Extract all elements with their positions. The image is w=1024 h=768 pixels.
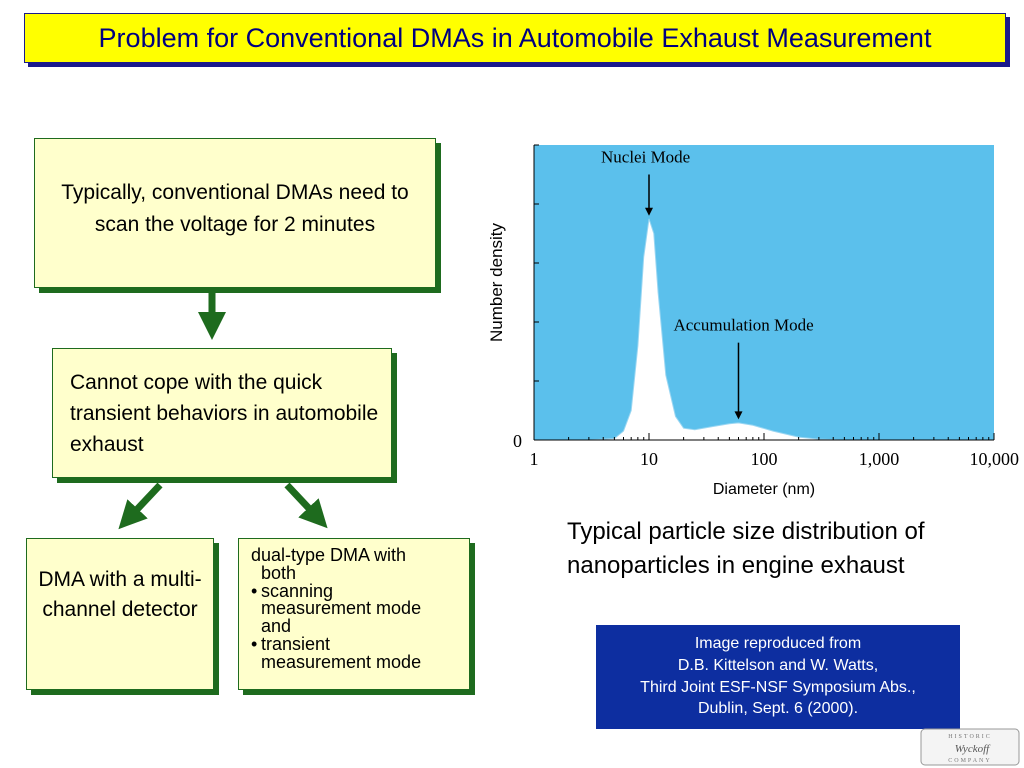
credit-line: Third Joint ESF-NSF Symposium Abs., xyxy=(640,678,916,696)
bullet-dot-icon: • xyxy=(251,580,258,601)
dual-type-heading: dual-type DMA with xyxy=(251,545,407,565)
bullet-text: scanning xyxy=(261,580,334,601)
image-credit: Image reproduced from D.B. Kittelson and… xyxy=(596,625,960,729)
wyckoff-logo: HISTORIC Wyckoff COMPANY xyxy=(920,728,1020,766)
annotation-label: Nuclei Mode xyxy=(601,148,690,167)
credit-line: Image reproduced from xyxy=(694,635,862,652)
flow-box-multichannel-dma: DMA with a multi-channel detector xyxy=(26,538,214,690)
flow-box-conventional-dma: Typically, conventional DMAs need to sca… xyxy=(34,138,436,288)
logo-text-top: HISTORIC xyxy=(948,734,992,740)
credit-line: D.B. Kittelson and W. Watts, xyxy=(677,656,879,674)
flow-box-transient-problem: Cannot cope with the quick transient beh… xyxy=(52,348,392,478)
bullet-cont: and xyxy=(261,616,292,637)
slide-title: Problem for Conventional DMAs in Automob… xyxy=(24,13,1006,63)
distribution-curve xyxy=(534,218,994,441)
y-axis-label: Number density xyxy=(487,222,506,342)
bullet-cont: measurement mode xyxy=(261,651,422,672)
bullet-transient: • transient xyxy=(251,634,463,655)
bullet-cont: measurement mode xyxy=(261,598,422,619)
annotation-label: Accumulation Mode xyxy=(673,316,813,335)
credit-line: Dublin, Sept. 6 (2000). xyxy=(697,700,859,718)
distribution-area xyxy=(534,218,994,440)
logo-text-bottom: COMPANY xyxy=(948,758,991,764)
flow-box-dual-type-dma: dual-type DMA with both • scanning measu… xyxy=(238,538,470,690)
annotation-arrowhead-icon xyxy=(645,207,653,216)
arrow-down-right-icon xyxy=(284,482,328,529)
logo-brand: Wyckoff xyxy=(955,743,991,755)
flow-box-text: Cannot cope with the quick transient beh… xyxy=(70,371,379,457)
x-tick-label: 10 xyxy=(640,449,658,469)
plot-background xyxy=(534,145,994,440)
x-axis-label: Diameter (nm) xyxy=(713,481,815,498)
arrow-down-left-icon xyxy=(118,482,163,530)
chart-caption: Typical particle size distribution of na… xyxy=(567,518,925,579)
bullet-dot-icon: • xyxy=(251,634,258,655)
x-tick-label: 1,000 xyxy=(859,449,900,469)
y-tick-label: 0 xyxy=(513,431,522,451)
x-tick-label: 100 xyxy=(751,449,778,469)
x-tick-label: 1 xyxy=(530,449,539,469)
annotation-arrowhead-icon xyxy=(734,411,743,420)
dual-type-heading-cont: both xyxy=(261,562,297,583)
flow-box-text: Typically, conventional DMAs need to sca… xyxy=(61,181,409,236)
flow-box-text: DMA with a multi-channel detector xyxy=(38,568,202,622)
x-tick-label: 10,000 xyxy=(970,449,1020,469)
bullet-text: transient xyxy=(261,634,331,655)
bullet-scanning: • scanning xyxy=(251,580,463,601)
particle-size-chart: 01 10 100 1,000 10,000 Number densityDiameter… xyxy=(487,144,1020,498)
